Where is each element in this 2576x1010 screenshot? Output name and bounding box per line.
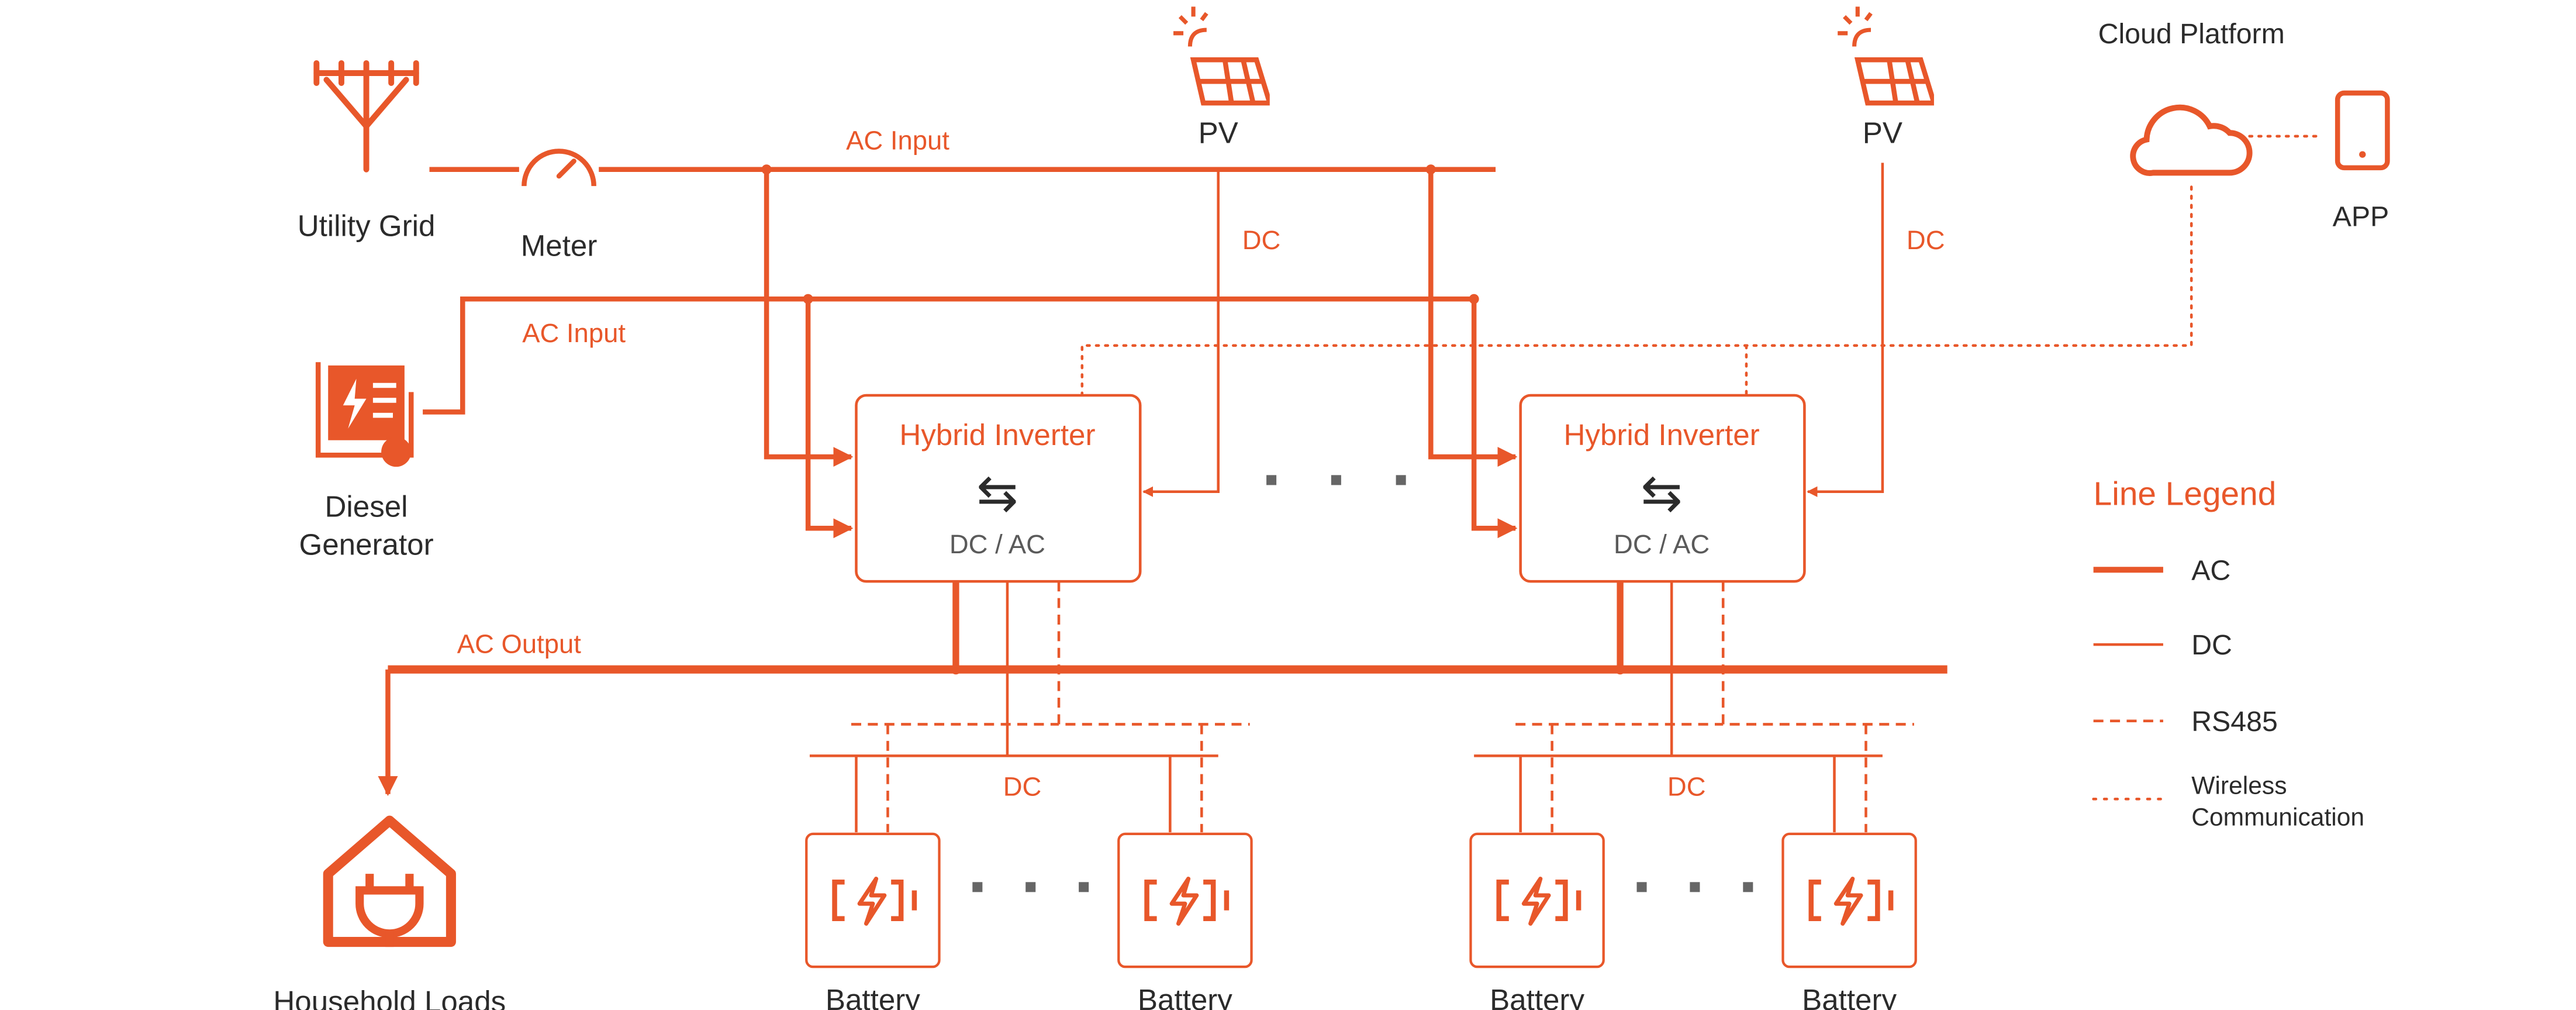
utility-pole-icon xyxy=(313,60,419,173)
label-dc-bus: DC xyxy=(1003,772,1042,802)
label-battery: Battery xyxy=(1138,983,1232,1010)
label-utility-grid: Utility Grid xyxy=(298,209,436,242)
phone-icon xyxy=(2335,90,2390,171)
cloud-icon xyxy=(2130,104,2253,176)
label-ac-input: AC Input xyxy=(522,318,626,348)
label-pv: PV xyxy=(1199,116,1238,149)
label-ac-input: AC Input xyxy=(846,126,949,156)
label-dc: DC xyxy=(1242,225,1281,255)
label-battery: Battery xyxy=(1802,983,1897,1010)
line-legend: Line Legend AC DC RS485 Wireless Communi… xyxy=(2092,476,2364,832)
battery-icon xyxy=(1470,834,1603,967)
label-generator: Generator xyxy=(299,528,433,561)
ellipsis-batteries xyxy=(972,882,1753,892)
inverter-subtitle: DC / AC xyxy=(949,529,1045,559)
legend-rs485: RS485 xyxy=(2191,706,2278,737)
label-app: APP xyxy=(2333,201,2389,232)
meter-icon xyxy=(522,149,596,187)
ellipsis-inverters xyxy=(1266,475,1406,485)
inverter-subtitle: DC / AC xyxy=(1614,529,1710,559)
label-dc: DC xyxy=(1907,225,1945,255)
wireless-lines xyxy=(1080,135,2318,397)
battery-icon xyxy=(806,834,939,967)
label-pv: PV xyxy=(1863,116,1902,149)
generator-icon xyxy=(315,362,414,467)
legend-ac: AC xyxy=(2191,554,2230,586)
exchange-icon: ⇆ xyxy=(976,466,1018,521)
battery-icon xyxy=(1783,834,1915,967)
inverter-title: Hybrid Inverter xyxy=(1564,418,1760,451)
rs485-lines xyxy=(851,581,1914,833)
solar-panel-icon xyxy=(1838,6,1934,103)
label-household-loads: Household Loads xyxy=(273,985,506,1010)
label-dc-bus: DC xyxy=(1667,772,1706,802)
label-ac-output: AC Output xyxy=(457,629,582,659)
legend-wireless: Wireless xyxy=(2191,772,2287,800)
solar-panel-icon xyxy=(1173,6,1270,103)
label-battery: Battery xyxy=(826,983,920,1010)
label-battery: Battery xyxy=(1490,983,1584,1010)
label-cloud-platform: Cloud Platform xyxy=(2098,18,2285,50)
dc-lines xyxy=(809,163,1884,833)
house-plug-icon xyxy=(323,815,456,947)
battery-icon xyxy=(1118,834,1251,967)
inverter-1: Hybrid Inverter ⇆ DC / AC xyxy=(855,394,1142,583)
inverter-2: Hybrid Inverter ⇆ DC / AC xyxy=(1519,394,1806,583)
legend-dc: DC xyxy=(2191,629,2232,661)
label-meter: Meter xyxy=(521,229,598,262)
legend-communication: Communication xyxy=(2191,804,2364,832)
exchange-icon: ⇆ xyxy=(1641,466,1682,521)
ac-lines xyxy=(378,167,1947,797)
inverter-title: Hybrid Inverter xyxy=(899,418,1095,451)
label-diesel: Diesel xyxy=(325,490,408,523)
ac-junctions xyxy=(761,164,1625,675)
legend-title: Line Legend xyxy=(2094,476,2277,513)
